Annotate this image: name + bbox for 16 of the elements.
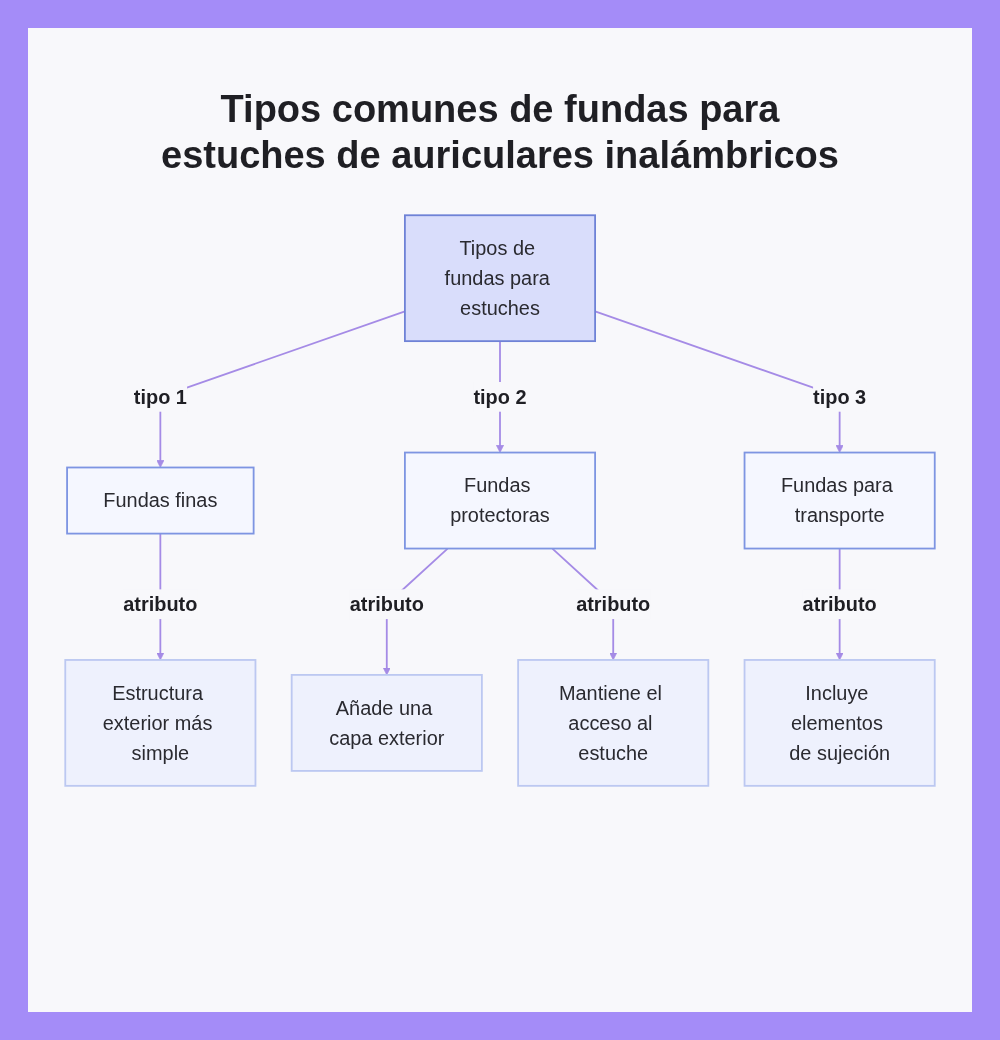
node-box: Mantiene el acceso al estuche bbox=[517, 659, 710, 787]
edge-label: tipo 2 bbox=[473, 385, 527, 409]
edge-label: atributo bbox=[123, 592, 198, 616]
node-box: Tipos de fundas para estuches bbox=[404, 214, 596, 343]
node-box: Fundas finas bbox=[66, 466, 255, 535]
edge-label: tipo 3 bbox=[813, 385, 867, 409]
edge-label: atributo bbox=[576, 592, 651, 616]
node-box: Fundas para transporte bbox=[743, 451, 936, 550]
edge-label: atributo bbox=[802, 592, 877, 616]
edge-label: tipo 1 bbox=[133, 385, 187, 409]
edge-label: atributo bbox=[349, 592, 424, 616]
node-box: Incluye elementos de sujeción bbox=[743, 659, 936, 787]
node-box: Fundas protectoras bbox=[404, 451, 596, 550]
node-box: Añade una capa exterior bbox=[290, 674, 483, 772]
node-box: Estructura exterior más simple bbox=[64, 659, 257, 787]
title: Tipos comunes de fundas para estuches de auriculares inalámbricos bbox=[160, 87, 840, 178]
